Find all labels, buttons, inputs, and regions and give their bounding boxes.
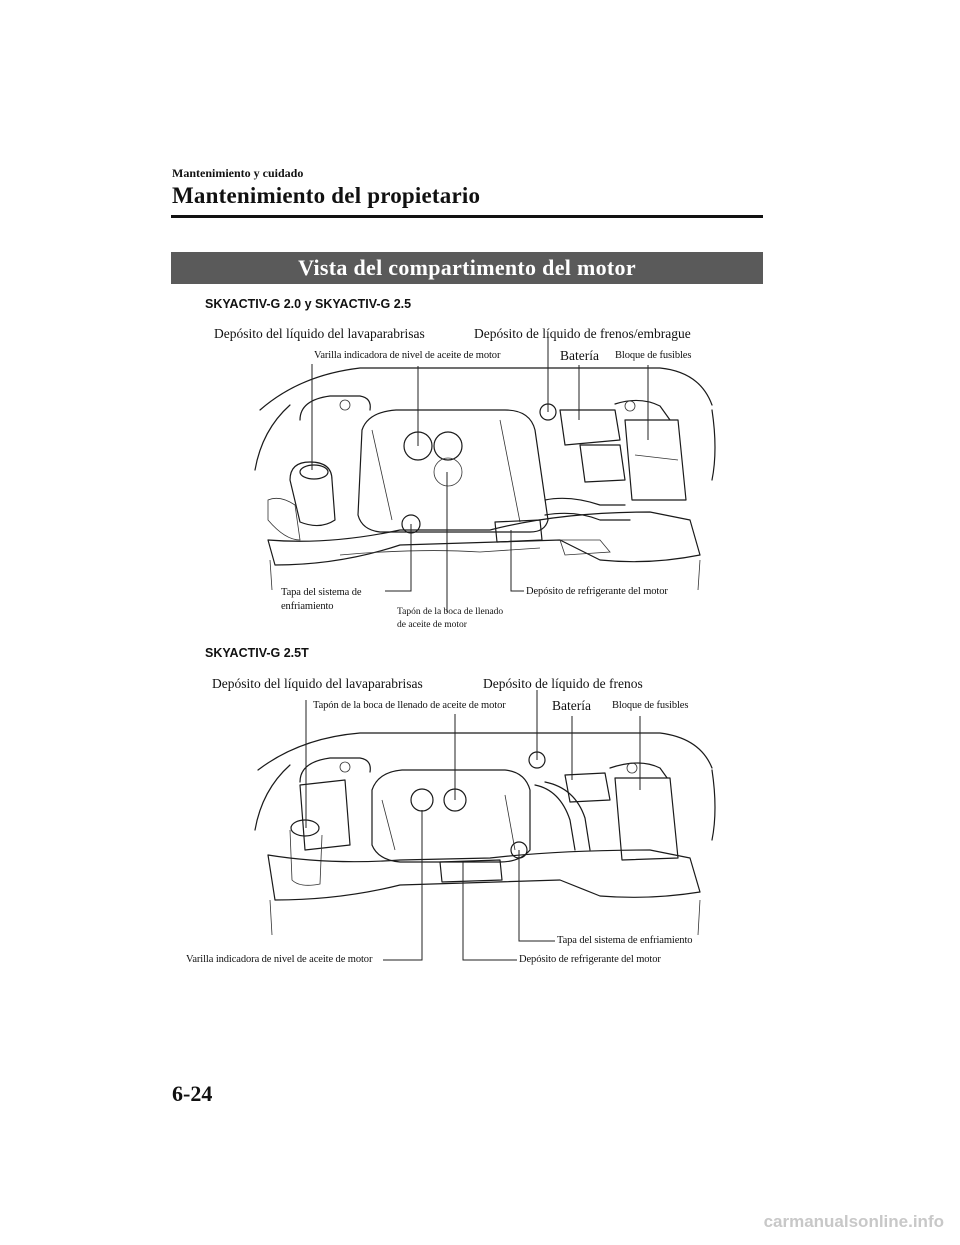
label-fuse-block: Bloque de fusibles — [615, 350, 692, 361]
label-coolant-reservoir: Depósito de refrigerante del motor — [526, 586, 668, 597]
section-banner: Vista del compartimento del motor — [171, 252, 763, 284]
variant-heading-1: SKYACTIV-G 2.0 y SKYACTIV-G 2.5 — [205, 297, 412, 311]
label-oil-dipstick: Varilla indicadora de nivel de aceite de… — [314, 350, 501, 361]
label-washer-reservoir: Depósito del líquido del lavaparabrisas — [214, 326, 425, 341]
label-fuse-block-2: Bloque de fusibles — [612, 700, 689, 711]
watermark: carmanualsonline.info — [763, 1212, 944, 1231]
engine-diagram-2 — [254, 690, 716, 961]
variant-heading-2: SKYACTIV-G 2.5T — [205, 646, 309, 660]
label-battery-2: Batería — [552, 698, 591, 713]
engine-diagram-1 — [254, 338, 716, 612]
label-brake-clutch-reservoir: Depósito de líquido de frenos/embrague — [474, 326, 691, 341]
label-oil-filler-line2: de aceite de motor — [397, 620, 467, 630]
running-head: Mantenimiento y cuidado — [172, 166, 304, 180]
label-coolant-reservoir-2: Depósito de refrigerante del motor — [519, 954, 661, 965]
label-brake-reservoir-2: Depósito de líquido de frenos — [483, 676, 643, 691]
label-oil-dipstick-2: Varilla indicadora de nivel de aceite de… — [186, 954, 373, 965]
title-rule — [171, 215, 763, 218]
label-oil-filler-line1: Tapón de la boca de llenado — [397, 607, 504, 617]
page-title: Mantenimiento del propietario — [172, 183, 481, 208]
label-oil-filler-2: Tapón de la boca de llenado de aceite de… — [313, 700, 506, 711]
page-number: 6-24 — [172, 1081, 213, 1106]
label-cooling-cap-2: Tapa del sistema de enfriamiento — [557, 935, 693, 946]
label-washer-reservoir-2: Depósito del líquido del lavaparabrisas — [212, 676, 423, 691]
label-cooling-cap-line1: Tapa del sistema de — [281, 587, 362, 598]
label-battery: Batería — [560, 348, 599, 363]
label-cooling-cap-line2: enfriamiento — [281, 601, 334, 612]
